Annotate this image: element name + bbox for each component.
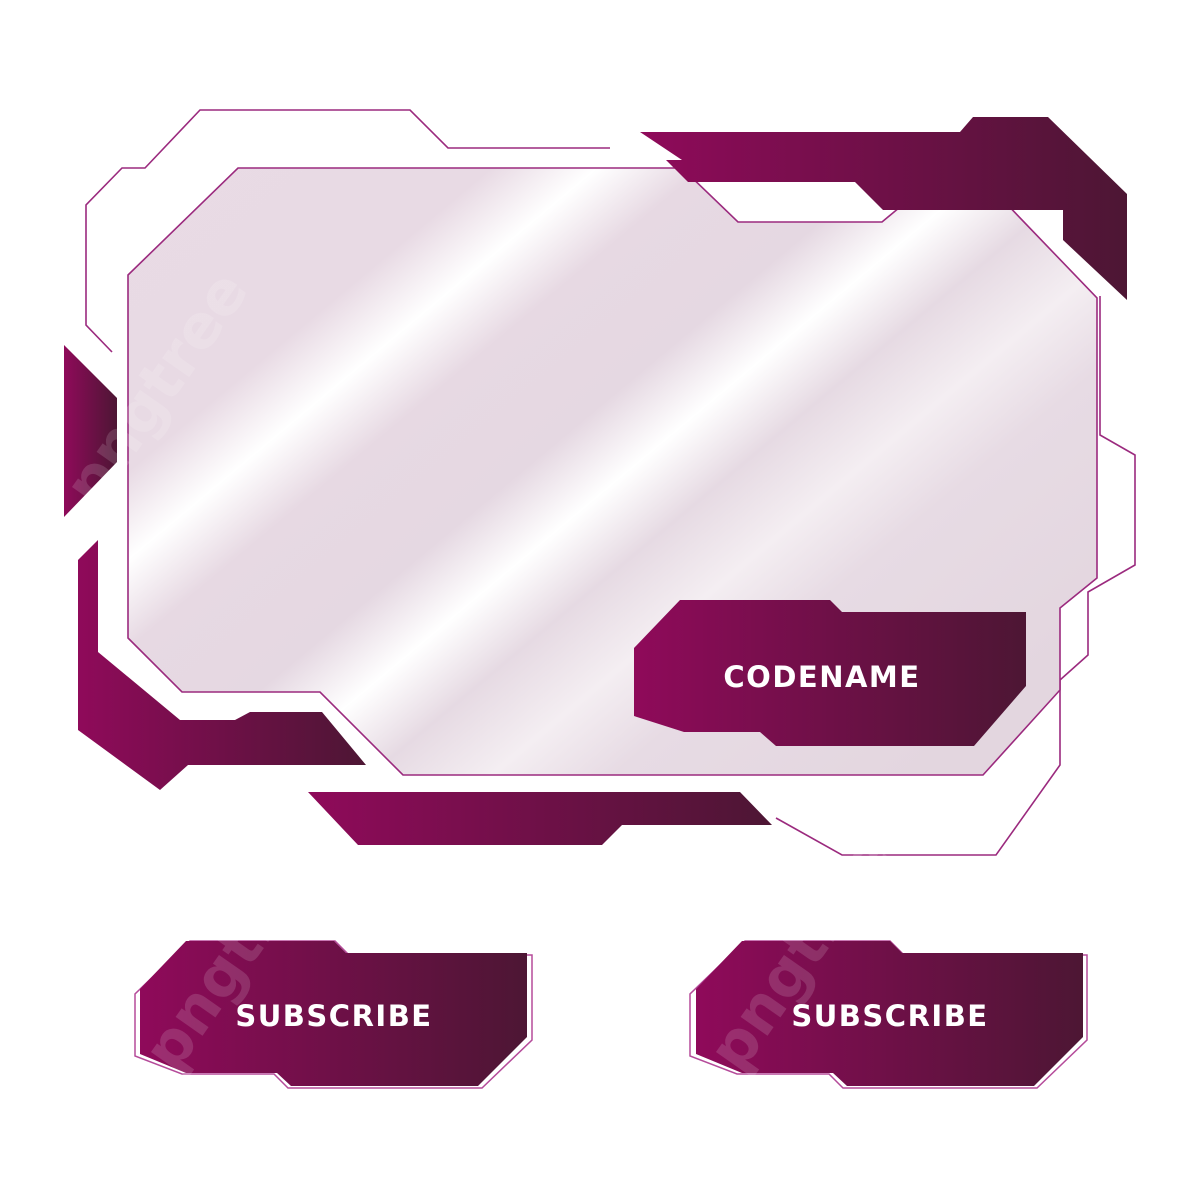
subscribe-button-left-plate[interactable] [140,941,527,1086]
subscribe-button-right-label: SUBSCRIBE [791,999,988,1033]
left-side-plate [64,345,117,517]
bottom-center-plate [308,792,772,845]
subscribe-button-left-label: SUBSCRIBE [235,999,432,1033]
name-tag: CODENAME [634,600,1026,746]
outer-outline-frame [85,109,610,353]
subscribe-button-right[interactable]: SUBSCRIBE [689,940,1088,1089]
subscribe-button-right-plate[interactable] [696,941,1083,1086]
name-tag-label: CODENAME [723,660,920,694]
subscribe-button-left-outline [134,940,533,1089]
name-tag-plate [634,600,1026,746]
subscribe-button-left[interactable]: SUBSCRIBE [134,940,533,1089]
bottom-left-plate [78,540,366,790]
right-outline-frame [775,296,1136,856]
top-right-plate [640,117,1127,300]
